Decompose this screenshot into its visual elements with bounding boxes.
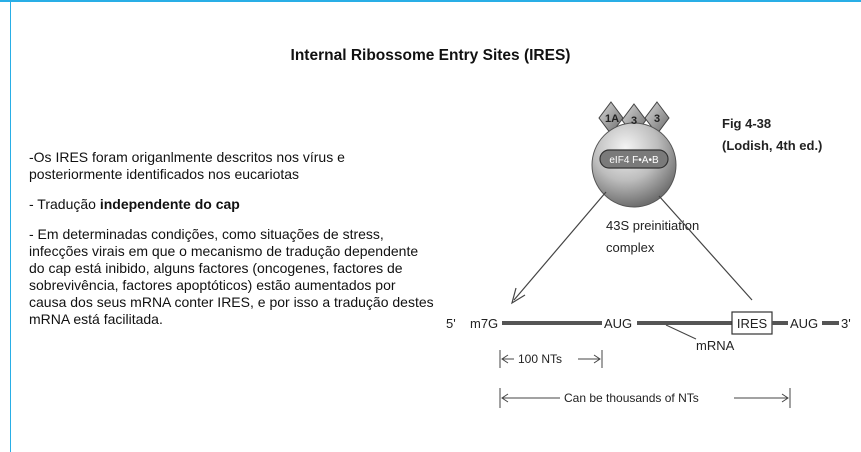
top-border: [0, 0, 861, 2]
ires-figure: 1A 3 3 eIF4 F•A•B Fig 4-38 (Lodish, 4th …: [434, 92, 861, 422]
eif4-badge: [599, 149, 669, 169]
nts-100-right-head: [593, 354, 601, 364]
subunit-3-label: 3: [631, 115, 637, 127]
arrowhead-cap: [511, 287, 526, 305]
bullet-conditions: - Em determinadas condições, como situaç…: [29, 226, 434, 327]
mrna-label: mRNA: [696, 338, 735, 353]
thousands-left-head: [501, 393, 509, 403]
thousands-right-head: [781, 393, 789, 403]
bullet-cap-bold: independente do cap: [99, 196, 240, 212]
subunit-1a-label: 1A: [605, 113, 619, 125]
nts-100-label: 100 NTs: [518, 352, 562, 366]
complex-label-line2: complex: [606, 240, 655, 255]
eif4-label: eIF4 F•A•B: [609, 155, 659, 166]
three-prime-label: 3': [841, 316, 851, 331]
aug-second: AUG: [790, 316, 818, 331]
figure-number: Fig 4-38: [722, 116, 771, 131]
bullet-cap-prefix: - Tradução: [29, 196, 100, 212]
aug-first: AUG: [604, 316, 632, 331]
bullet-ires-origin: -Os IRES foram origanlmente descritos no…: [29, 149, 345, 182]
thousands-label: Can be thousands of NTs: [564, 391, 699, 405]
ires-diagram: 1A 3 3 eIF4 F•A•B Fig 4-38 (Lodish, 4th …: [446, 101, 851, 408]
slide-title: Internal Ribossome Entry Sites (IRES): [290, 47, 571, 64]
mrna-pointer: [665, 324, 697, 340]
line-to-ires: [658, 195, 753, 301]
arrow-to-cap: [513, 191, 607, 301]
cap-label: m7G: [470, 316, 498, 331]
five-prime-label: 5': [446, 316, 456, 331]
left-border: [10, 0, 11, 452]
figure-citation: (Lodish, 4th ed.): [722, 138, 822, 153]
body-text: -Os IRES foram origanlmente descritos no…: [29, 149, 434, 341]
bullet-cap-independent: - Tradução independente do cap: [29, 196, 434, 213]
subunit-3b-label: 3: [654, 113, 660, 125]
nts-100-left-head: [501, 354, 509, 364]
complex-label-line1: 43S preinitiation: [606, 218, 699, 233]
ires-label: IRES: [737, 316, 768, 331]
